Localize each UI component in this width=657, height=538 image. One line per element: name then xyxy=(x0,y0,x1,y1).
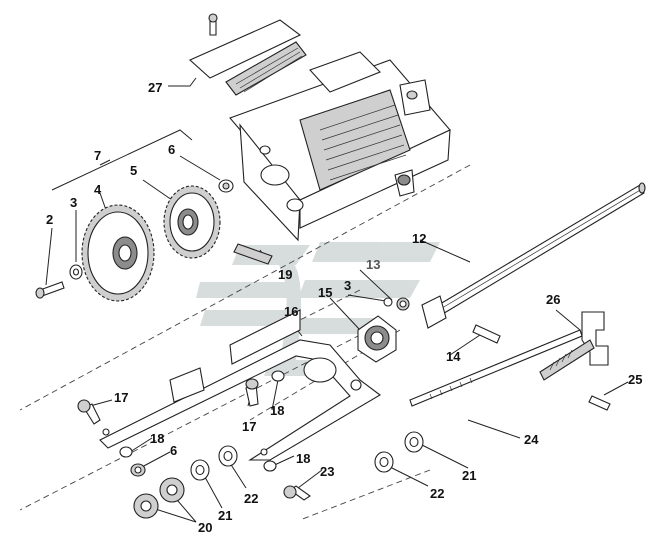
callout-20: 20 xyxy=(198,520,212,535)
callout-21-left: 21 xyxy=(218,508,232,523)
part-21-washer-right xyxy=(404,431,424,453)
callout-12: 12 xyxy=(412,231,426,246)
part-18-washer-a xyxy=(119,446,133,458)
callout-3-left: 3 xyxy=(70,195,77,210)
callout-13: 13 xyxy=(366,257,380,272)
callout-6-upper: 6 xyxy=(168,142,175,157)
part-12-shaft xyxy=(421,182,646,329)
callout-24: 24 xyxy=(524,432,539,447)
part-24-threaded-rod xyxy=(409,329,583,407)
part-22-washer-left xyxy=(218,445,238,467)
callout-7: 7 xyxy=(94,148,101,163)
callout-3-right: 3 xyxy=(344,278,351,293)
part-2-bolt xyxy=(35,281,65,299)
part-3-washer-left xyxy=(69,264,83,280)
part-5-small-gear xyxy=(163,185,221,259)
part-4-large-gear xyxy=(81,204,155,302)
part-21-washer-left xyxy=(190,459,210,481)
part-22-washer-right xyxy=(374,451,394,473)
callout-16: 16 xyxy=(284,304,298,319)
callout-17-right: 17 xyxy=(242,419,256,434)
callout-22-left: 22 xyxy=(244,491,258,506)
part-3-washer-right xyxy=(383,297,393,307)
part-26-shift-fork xyxy=(539,311,609,381)
callout-19: 19 xyxy=(278,267,292,282)
callout-15: 15 xyxy=(318,285,332,300)
part-27-grille-plate xyxy=(189,13,307,96)
callout-14: 14 xyxy=(446,349,461,364)
callout-2: 2 xyxy=(46,212,53,227)
part-20-bearing-right xyxy=(159,477,185,503)
part-23-bolt xyxy=(283,485,311,501)
part-19-pin xyxy=(233,243,273,265)
part-13-washer xyxy=(396,297,410,311)
part-6-nut-lower xyxy=(130,463,146,477)
callout-26: 26 xyxy=(546,292,560,307)
transmission-housing xyxy=(229,51,451,242)
callout-6-lower: 6 xyxy=(170,443,177,458)
callout-22-right: 22 xyxy=(430,486,444,501)
part-16-bracket xyxy=(99,309,381,461)
callout-27: 27 xyxy=(148,80,162,95)
callout-17-left: 17 xyxy=(114,390,128,405)
callout-25: 25 xyxy=(628,372,642,387)
part-17-bolt-left xyxy=(77,399,101,425)
part-15-flange-bearing xyxy=(357,315,397,363)
part-6-nut-upper xyxy=(218,179,234,193)
callout-18-c: 18 xyxy=(296,451,310,466)
callout-4: 4 xyxy=(94,182,102,197)
part-18-washer-b xyxy=(271,370,285,382)
callout-labels: 27 7 6 5 4 3 2 19 12 13 3 15 16 26 14 25… xyxy=(46,80,642,535)
part-20-bearing-left xyxy=(133,493,159,519)
callout-leaders xyxy=(45,77,629,523)
callout-5: 5 xyxy=(130,163,137,178)
callout-18-a: 18 xyxy=(150,431,164,446)
part-25-pin xyxy=(588,395,611,411)
part-18-washer-c xyxy=(263,460,277,472)
callout-21-right: 21 xyxy=(462,468,476,483)
callout-23: 23 xyxy=(320,464,334,479)
callout-18-b: 18 xyxy=(270,403,284,418)
part-17-bolt-right xyxy=(245,378,259,407)
part-14-pin xyxy=(472,324,501,344)
